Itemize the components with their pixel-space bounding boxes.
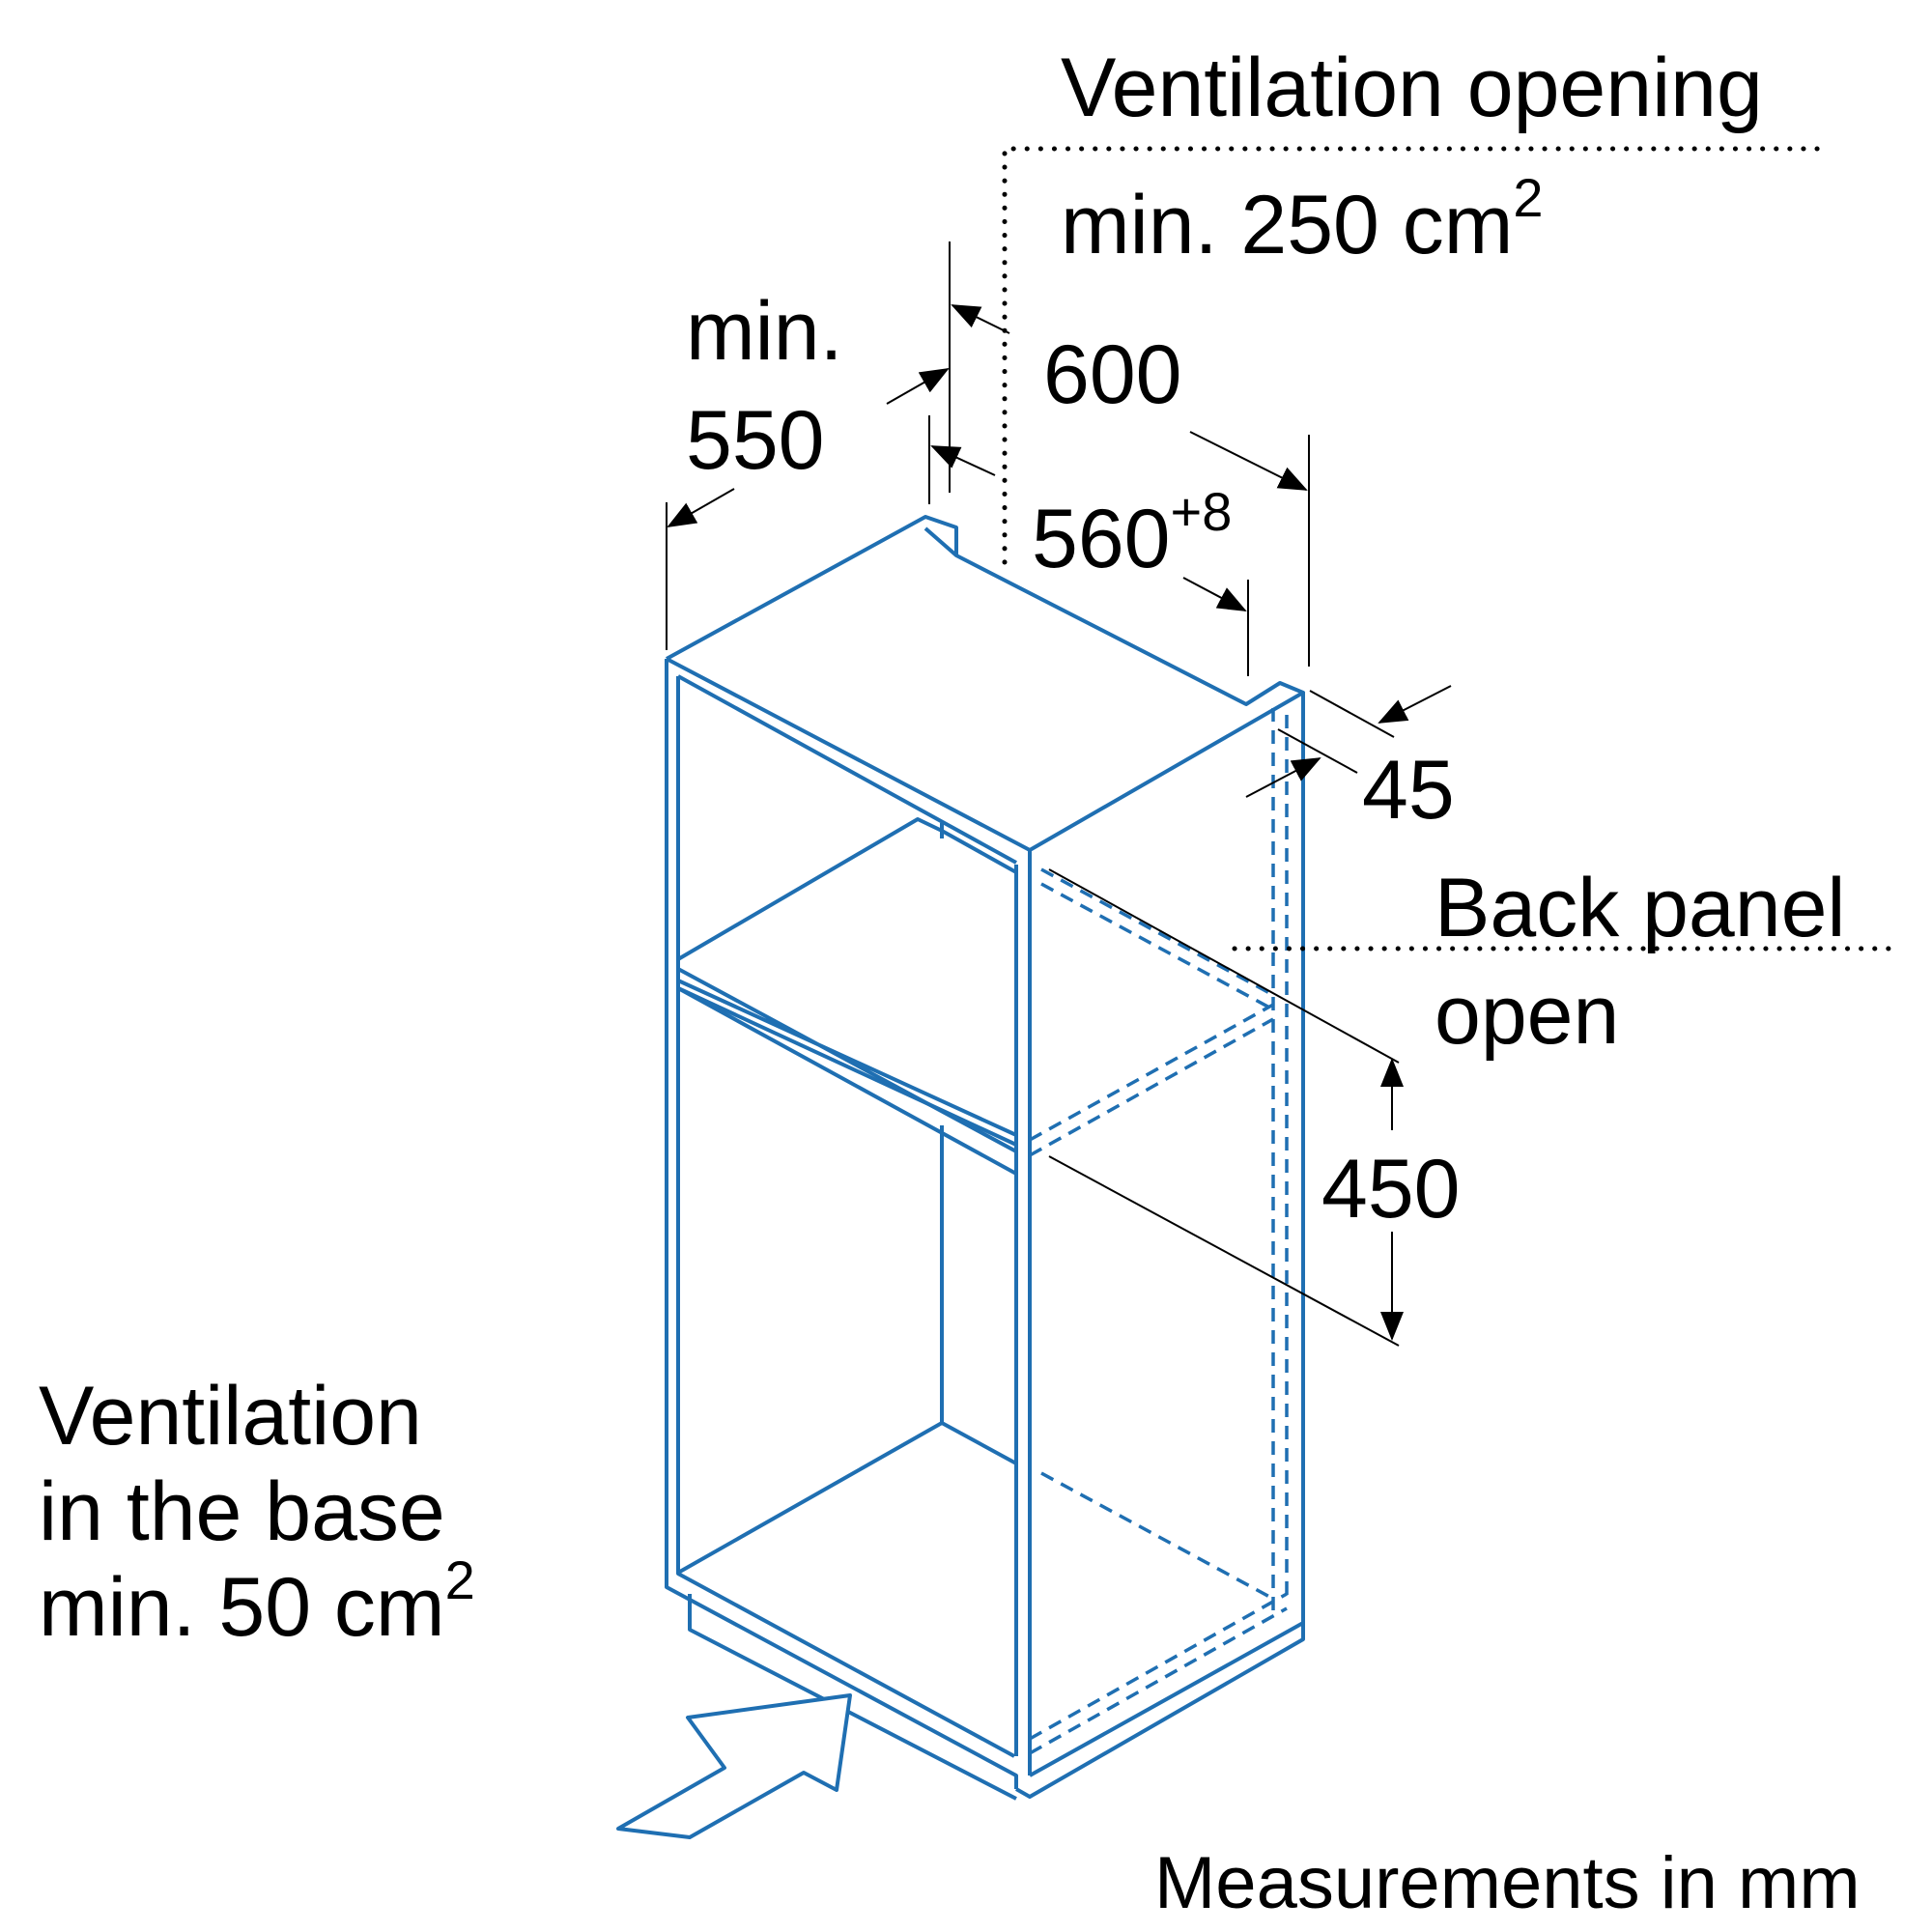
divider-lower bbox=[676, 980, 1017, 1176]
dim-45-arrow-top bbox=[1378, 685, 1452, 724]
cabinet-top bbox=[666, 515, 1305, 852]
dim-600-arrow-right bbox=[1189, 431, 1308, 491]
vent-base-line2: in the base bbox=[39, 1465, 445, 1558]
vent-base-line3: min. 50 cm2 bbox=[39, 1549, 475, 1654]
cabinet-left-side bbox=[665, 659, 1018, 1789]
measurements-note: Measurements in mm bbox=[1154, 1842, 1861, 1924]
dim-550-arrow-right bbox=[886, 368, 950, 405]
ventilation-opening-area-label: min. 250 cm2 bbox=[1061, 167, 1544, 271]
dim-550-label: 550 bbox=[686, 394, 825, 487]
cabinet-hidden-edges bbox=[1029, 708, 1289, 1755]
ventilation-opening-leader bbox=[1002, 146, 1833, 565]
dotted-leaders bbox=[1002, 146, 1891, 952]
cabinet-top-back-edge bbox=[923, 526, 958, 557]
dim-45-arrow-bottom bbox=[1245, 757, 1321, 798]
divider-bottom-edge bbox=[677, 986, 1017, 1147]
upper-shelf bbox=[676, 817, 1017, 961]
dim-560-label: 560+8 bbox=[1032, 481, 1233, 585]
vent-base-line1: Ventilation bbox=[39, 1370, 422, 1463]
dim-560-superscript: +8 bbox=[1170, 481, 1233, 542]
dim-600-arrow-left bbox=[930, 445, 996, 476]
dim-45-label: 45 bbox=[1362, 744, 1455, 837]
back-panel-state-label: open bbox=[1435, 969, 1620, 1062]
cabinet-plinth bbox=[688, 1594, 1017, 1801]
back-panel-label: Back panel bbox=[1435, 862, 1846, 954]
ventilation-opening-label: Ventilation opening bbox=[1061, 42, 1763, 134]
ventilation-opening-area-superscript: 2 bbox=[1513, 167, 1544, 228]
cabinet-left-inner bbox=[676, 676, 1015, 1758]
cabinet-base-right bbox=[1015, 1621, 1305, 1799]
dim-min-label: min. bbox=[686, 285, 843, 378]
airflow-arrow-icon bbox=[616, 1693, 852, 1839]
dimension-lines bbox=[666, 242, 1452, 1347]
upper-compartment-top-inner bbox=[677, 674, 1017, 865]
divider-front bbox=[677, 967, 1018, 1153]
lower-floor-right bbox=[941, 1421, 1017, 1465]
cabinet-outline bbox=[665, 515, 1305, 1801]
dim-560-arrow-right bbox=[1182, 577, 1247, 611]
vent-base-superscript: 2 bbox=[444, 1549, 475, 1610]
dim-550-arrow-left bbox=[667, 488, 735, 527]
dim-450-label: 450 bbox=[1321, 1143, 1461, 1236]
dim-600-arrow-top bbox=[951, 304, 1010, 334]
dim-600-label: 600 bbox=[1043, 328, 1182, 421]
lower-floor-left bbox=[677, 1421, 943, 1575]
